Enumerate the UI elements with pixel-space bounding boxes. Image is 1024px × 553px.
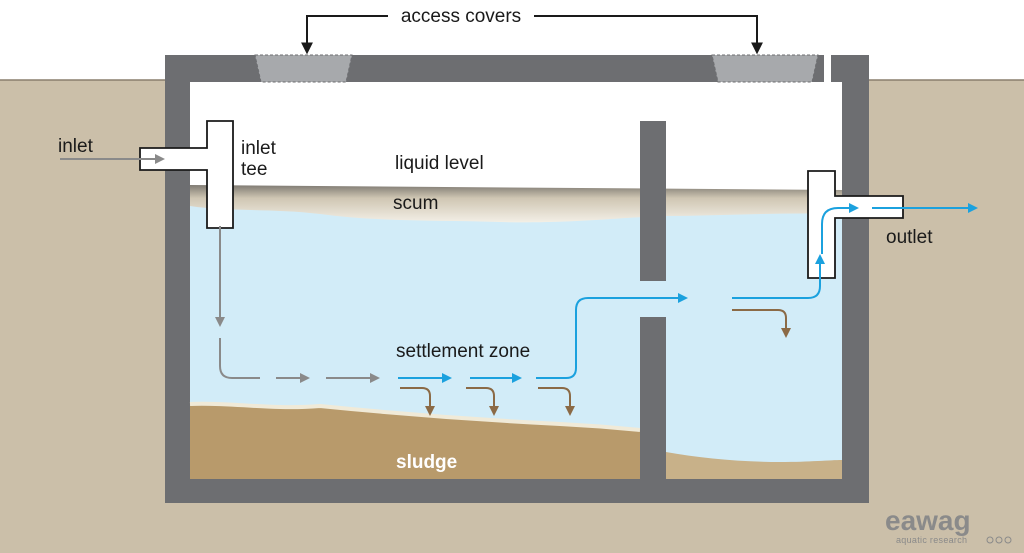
- clean-flow-outlet-tee: [821, 203, 859, 254]
- label-access-covers: access covers: [401, 6, 521, 27]
- inlet-tee: [139, 120, 234, 229]
- settle-arrow-2: [466, 387, 499, 416]
- label-liquid-level: liquid level: [395, 153, 484, 174]
- logo-dot-1: [986, 536, 994, 544]
- clean-flow-rise: [536, 293, 688, 379]
- settle-arrow-4: [732, 309, 791, 338]
- clean-flow-to-outlet: [732, 254, 825, 299]
- logo-tagline: aquatic research: [896, 535, 967, 545]
- label-inlet: inlet: [58, 136, 94, 157]
- baffle-upper: [640, 121, 666, 281]
- access-cover-right: [711, 54, 819, 83]
- logo-dot-3: [1004, 536, 1012, 544]
- baffle-lower: [640, 317, 666, 479]
- access-covers-bracket-left: [301, 15, 388, 55]
- label-sludge: sludge: [396, 452, 457, 473]
- label-inlet-tee-line1: inlet: [241, 138, 277, 159]
- label-outlet: outlet: [886, 227, 933, 248]
- access-covers-bracket-right: [534, 15, 763, 55]
- label-settlement-zone: settlement zone: [396, 341, 530, 362]
- settle-arrow-1: [400, 387, 435, 416]
- water-body: [190, 190, 842, 479]
- raw-flow-elbow: [219, 338, 260, 379]
- access-cover-left: [254, 54, 353, 83]
- scum-layer: [190, 185, 842, 223]
- settle-arrow-3: [538, 387, 575, 416]
- logo-dot-2: [995, 536, 1003, 544]
- vent-pipe: [826, 30, 830, 82]
- sludge-right: [666, 452, 842, 479]
- sludge-left-top: [189, 401, 641, 432]
- label-scum: scum: [393, 193, 438, 214]
- logo-name: eawag: [885, 505, 971, 536]
- outlet-tee: [807, 170, 904, 279]
- eawag-logo: eawag aquatic research: [885, 505, 1012, 545]
- label-inlet-tee-line2: tee: [241, 159, 267, 180]
